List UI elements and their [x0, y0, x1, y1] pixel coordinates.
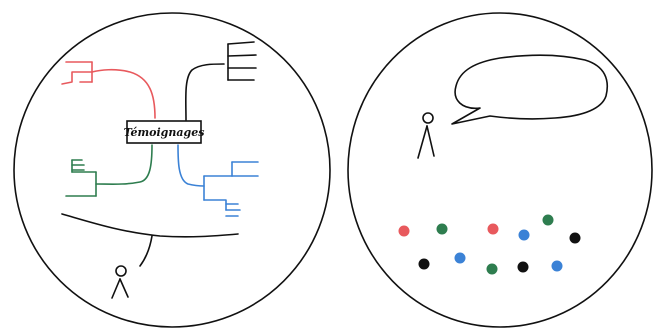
dot: [398, 225, 410, 237]
dot: [436, 223, 448, 235]
person-icon: [111, 265, 129, 299]
dot: [486, 263, 498, 275]
central-node-box: [126, 120, 202, 144]
dot: [418, 258, 430, 270]
person-icon: [417, 112, 435, 159]
right-circle: [347, 12, 653, 328]
ground-line: [61, 213, 239, 238]
dot: [569, 232, 581, 244]
right-panel: [347, 12, 653, 328]
dot: [542, 214, 554, 226]
dot: [517, 261, 529, 273]
blue-branch: [177, 144, 259, 217]
speech-bubble-icon: [451, 54, 609, 125]
green-branch: [65, 144, 153, 197]
connector-line: [139, 235, 153, 267]
dot: [551, 260, 563, 272]
dot: [454, 252, 466, 264]
red-branch: [61, 61, 156, 119]
central-node: Témoignages: [124, 120, 205, 144]
dot: [518, 229, 530, 241]
black-branch: [184, 41, 257, 121]
dot: [487, 223, 499, 235]
central-node-label: Témoignages: [124, 126, 205, 139]
dots-layer: [398, 214, 581, 275]
left-circle: [13, 12, 331, 328]
left-panel: Témoignages: [13, 12, 331, 328]
